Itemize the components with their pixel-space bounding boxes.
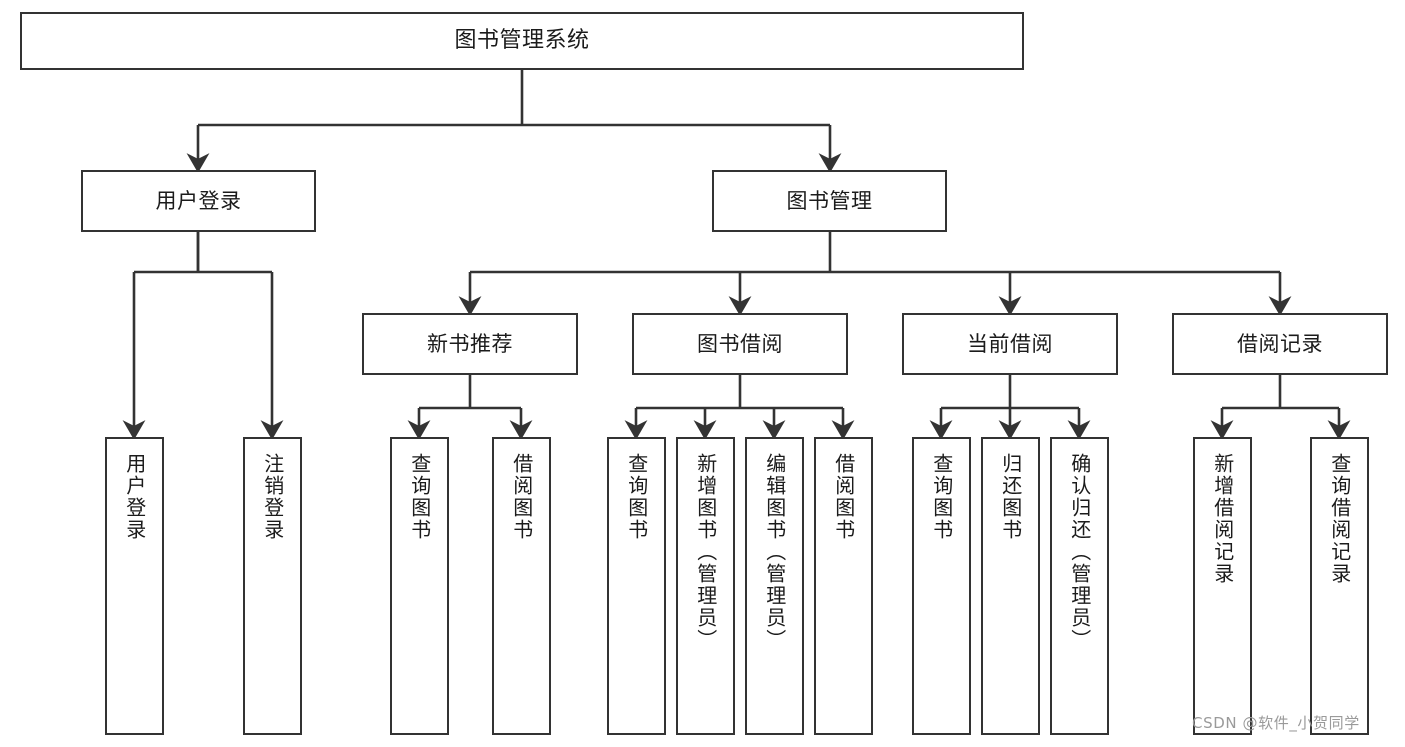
node-label: 新增图书（管理员） bbox=[693, 453, 718, 651]
node-label: 查询图书 bbox=[407, 453, 432, 541]
node-label: 用户登录 bbox=[122, 453, 147, 541]
leaf-edit-book-admin[interactable]: 编辑图书（管理员） bbox=[745, 437, 804, 735]
node-label: 借阅记录 bbox=[1237, 331, 1323, 356]
node-label: 图书管理 bbox=[786, 188, 873, 213]
node-label: 新书推荐 bbox=[427, 331, 513, 356]
node-label: 借阅图书 bbox=[831, 453, 856, 541]
leaf-borrow-book[interactable]: 借阅图书 bbox=[814, 437, 873, 735]
node-label: 注销登录 bbox=[260, 453, 285, 541]
node-root-system[interactable]: 图书管理系统 bbox=[20, 12, 1024, 70]
leaf-logout[interactable]: 注销登录 bbox=[243, 437, 302, 735]
leaf-return-book[interactable]: 归还图书 bbox=[981, 437, 1040, 735]
node-label: 新增借阅记录 bbox=[1210, 453, 1235, 585]
node-label: 当前借阅 bbox=[967, 331, 1053, 356]
leaf-query-book-current[interactable]: 查询图书 bbox=[912, 437, 971, 735]
leaf-borrow-book-recommend[interactable]: 借阅图书 bbox=[492, 437, 551, 735]
leaf-confirm-return-admin[interactable]: 确认归还（管理员） bbox=[1050, 437, 1109, 735]
node-label: 确认归还（管理员） bbox=[1067, 453, 1092, 651]
node-current-borrow[interactable]: 当前借阅 bbox=[902, 313, 1118, 375]
node-label: 图书借阅 bbox=[697, 331, 783, 356]
csdn-watermark: CSDN @软件_小贺同学 bbox=[1192, 714, 1360, 732]
leaf-query-book-recommend[interactable]: 查询图书 bbox=[390, 437, 449, 735]
node-label: 查询图书 bbox=[624, 453, 649, 541]
node-label: 借阅图书 bbox=[509, 453, 534, 541]
node-label: 查询图书 bbox=[929, 453, 954, 541]
leaf-user-login[interactable]: 用户登录 bbox=[105, 437, 164, 735]
leaf-add-book-admin[interactable]: 新增图书（管理员） bbox=[676, 437, 735, 735]
node-new-book-recommend[interactable]: 新书推荐 bbox=[362, 313, 578, 375]
node-label: 查询借阅记录 bbox=[1327, 453, 1352, 585]
node-label: 用户登录 bbox=[155, 188, 242, 213]
node-user-login[interactable]: 用户登录 bbox=[81, 170, 316, 232]
node-label: 归还图书 bbox=[998, 453, 1023, 541]
node-book-borrow[interactable]: 图书借阅 bbox=[632, 313, 848, 375]
node-borrow-record[interactable]: 借阅记录 bbox=[1172, 313, 1388, 375]
node-label: 编辑图书（管理员） bbox=[762, 453, 787, 651]
leaf-query-book-borrow[interactable]: 查询图书 bbox=[607, 437, 666, 735]
node-book-management[interactable]: 图书管理 bbox=[712, 170, 947, 232]
leaf-query-borrow-record[interactable]: 查询借阅记录 bbox=[1310, 437, 1369, 735]
leaf-add-borrow-record[interactable]: 新增借阅记录 bbox=[1193, 437, 1252, 735]
node-label: 图书管理系统 bbox=[454, 28, 590, 54]
